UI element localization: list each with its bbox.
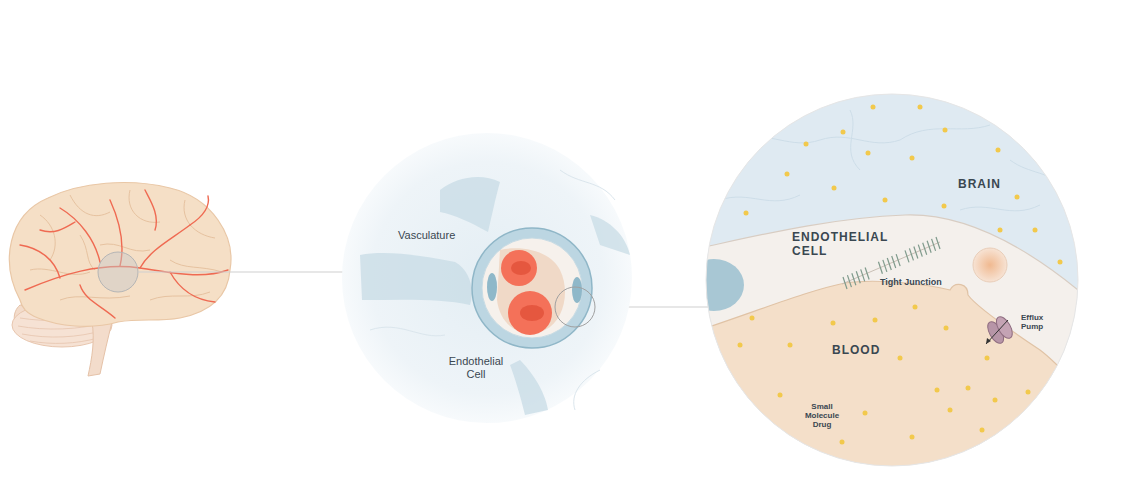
- part-label: Small Molecule Drug: [799, 402, 845, 430]
- part-label: Efflux Pump: [1021, 313, 1053, 331]
- vasculature-illustration: [342, 133, 632, 423]
- zoom-line: [138, 272, 366, 273]
- region-label: BLOOD: [832, 344, 880, 358]
- part-label: Tight Junction: [880, 277, 942, 287]
- barrier-illustration: [684, 90, 1090, 480]
- region-label: ENDOTHELIAL CELL: [792, 231, 904, 259]
- region-label: BRAIN: [958, 178, 1001, 192]
- brain-illustration: [9, 183, 230, 376]
- part-label: Endothelial Cell: [441, 355, 511, 380]
- part-label: Vasculature: [398, 229, 455, 242]
